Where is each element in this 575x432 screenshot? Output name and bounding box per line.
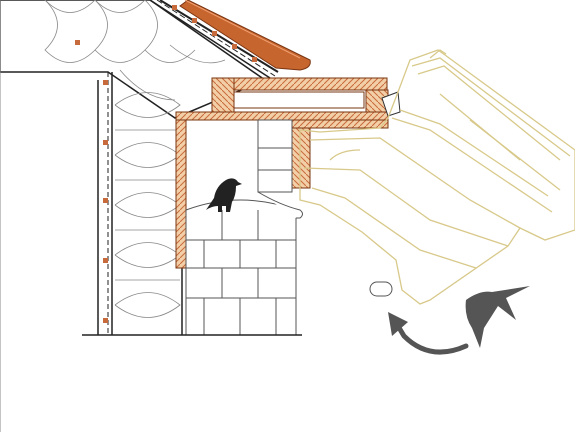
- nest-entrance: [369, 281, 393, 297]
- clay-roof-tile: [179, 0, 311, 71]
- swift-silhouette: [465, 286, 530, 348]
- foam-bird-nest-box: [299, 49, 575, 305]
- entry-arrow: [388, 312, 469, 355]
- external-wall-insulation: [97, 72, 183, 335]
- masonry-block-wall: [185, 119, 303, 336]
- timber-framed-roof-box: [175, 77, 401, 269]
- roof-slope: [0, 0, 279, 119]
- house-sparrow-silhouette: [206, 178, 242, 212]
